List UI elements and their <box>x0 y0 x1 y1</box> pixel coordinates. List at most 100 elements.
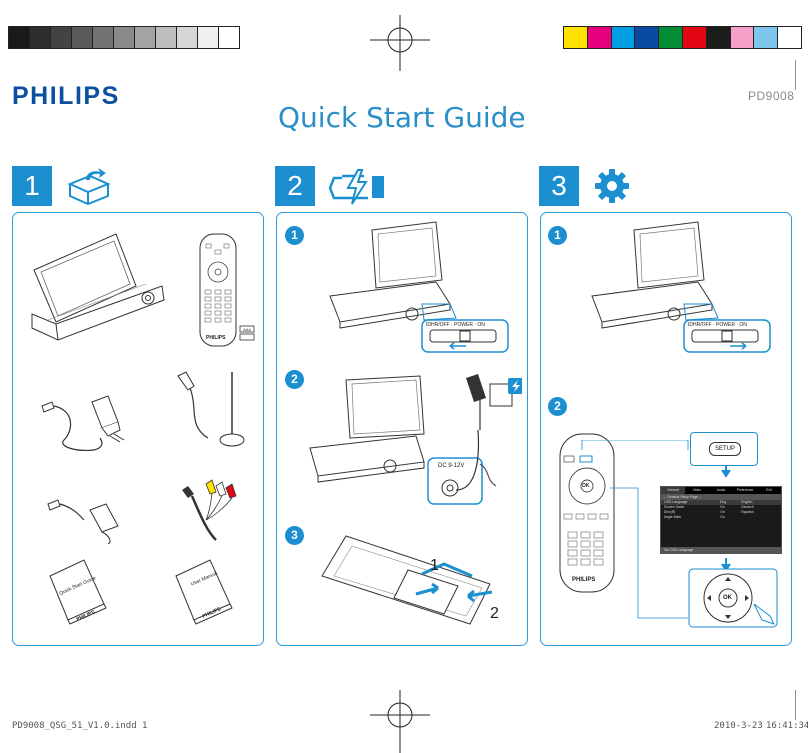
philips-logo: PHILIPS <box>12 82 120 110</box>
registration-mark-bottom <box>370 690 430 753</box>
color-swatch <box>754 27 779 48</box>
battery-label: AAA <box>243 327 252 332</box>
charge-icon <box>328 169 384 205</box>
model-number: PD9008 <box>748 89 795 103</box>
osd-tab-preference: Preference <box>736 488 754 492</box>
panel-2-substep-2: 2 <box>285 370 304 389</box>
osd-option <box>741 515 781 520</box>
footer-file: PD9008_QSG_51_V1.0.indd 1 <box>12 721 148 731</box>
user-manual-illustration <box>175 559 233 625</box>
panel-step-3 <box>540 212 792 646</box>
battery-step-1: 1 <box>430 557 439 574</box>
osd-status: Set OSD Language <box>661 547 781 553</box>
osd-page-title: -- General Setup Page -- <box>661 494 781 500</box>
player-charging-illustration <box>309 374 522 505</box>
color-bar <box>563 26 802 49</box>
osd-tab-exit: Exit <box>766 488 772 492</box>
player-with-switch-illustration <box>329 221 509 353</box>
osd-value: Eng <box>720 500 727 504</box>
footer-date: 2010-3-23 <box>714 721 763 731</box>
unbox-icon <box>67 168 111 206</box>
remote-battery-illustration <box>321 535 493 625</box>
panel-3-switch-label: IDHR/OFF · POWER · ON <box>688 322 747 328</box>
color-swatch <box>611 27 636 48</box>
osd-row: Angle Mark On <box>661 515 781 520</box>
ok-key-label: OK <box>723 595 732 601</box>
step-2-badge: 2 <box>275 166 315 206</box>
osd-tab-general: General <box>661 487 685 494</box>
osd-value: On <box>720 515 725 519</box>
osd-setup-screen: General Video Audio Preference Exit -- G… <box>660 486 782 554</box>
page-title: Quick Start Guide <box>278 101 526 134</box>
color-swatch <box>587 27 612 48</box>
gray-swatch <box>177 27 198 48</box>
gray-swatch <box>51 27 72 48</box>
osd-option: Deutsch <box>741 505 754 509</box>
panel-2-switch-label: IDHR/OFF · POWER · ON <box>426 322 485 328</box>
remote-setup-illustration <box>559 433 615 593</box>
av-cable-illustration <box>182 479 237 541</box>
battery-step-2: 2 <box>490 605 499 622</box>
osd-row: Screen Saver On Deutsch <box>661 505 781 510</box>
microphone-illustration <box>177 371 245 447</box>
step-1-badge: 1 <box>12 166 52 206</box>
color-swatch <box>730 27 755 48</box>
osd-row: Divx(R) On Español <box>661 510 781 515</box>
ac-adapter-illustration <box>41 395 125 451</box>
remote-brand-label: PHILIPS <box>206 335 226 341</box>
osd-tab-video: Video <box>692 488 702 492</box>
osd-option: English <box>741 500 753 504</box>
osd-value: On <box>720 510 725 514</box>
setup-key-callout <box>690 432 758 466</box>
panel-2-substep-1: 1 <box>285 226 304 245</box>
color-swatch <box>778 27 801 48</box>
player-illustration <box>31 233 165 341</box>
panel-3-substep-2: 2 <box>548 397 567 416</box>
gray-swatch <box>30 27 51 48</box>
color-swatch <box>635 27 660 48</box>
color-swatch <box>659 27 683 48</box>
osd-tab-bar: General Video Audio Preference Exit <box>661 487 781 494</box>
panel-3-substep-1: 1 <box>548 226 567 245</box>
car-adapter-illustration <box>47 499 119 544</box>
step-3-badge: 3 <box>539 166 579 206</box>
osd-label: Screen Saver <box>664 505 685 509</box>
crop-mark-right <box>795 60 796 90</box>
remote-ok-label: OK <box>582 483 590 489</box>
player-switch-on-illustration <box>591 221 771 353</box>
setup-key: SETUP <box>709 442 741 456</box>
osd-row: OSD Language Eng English <box>661 500 781 505</box>
crop-mark-right-bottom <box>795 690 796 720</box>
color-swatch <box>682 27 707 48</box>
gray-swatch <box>135 27 156 48</box>
gray-swatch <box>198 27 219 48</box>
osd-tab-audio: Audio <box>716 488 726 492</box>
gray-swatch <box>9 27 30 48</box>
gray-swatch <box>114 27 135 48</box>
dc-input-label: DC 9-12V <box>438 463 465 469</box>
connector-lines <box>581 440 731 619</box>
remote-illustration <box>199 233 255 347</box>
panel-step-1 <box>12 212 264 646</box>
panel-3-remote-brand: PHILIPS <box>572 577 596 583</box>
grayscale-bar <box>8 26 240 49</box>
gear-icon <box>595 169 629 203</box>
footer-time: 16:41:34 <box>766 721 808 731</box>
ok-key-callout-illustration <box>688 568 778 628</box>
osd-label: OSD Language <box>664 500 688 504</box>
osd-option: Español <box>741 510 754 514</box>
gray-swatch <box>156 27 177 48</box>
panel-2-substep-3: 3 <box>285 526 304 545</box>
gray-swatch <box>72 27 93 48</box>
osd-value: On <box>720 505 725 509</box>
osd-label: Angle Mark <box>664 515 682 519</box>
panel-step-2 <box>276 212 528 646</box>
osd-label: Divx(R) <box>664 510 676 514</box>
color-swatch <box>564 27 588 48</box>
gray-swatch <box>219 27 239 48</box>
color-swatch <box>706 27 731 48</box>
gray-swatch <box>93 27 114 48</box>
quick-start-booklet-illustration <box>49 559 107 625</box>
registration-mark-top <box>370 15 430 71</box>
